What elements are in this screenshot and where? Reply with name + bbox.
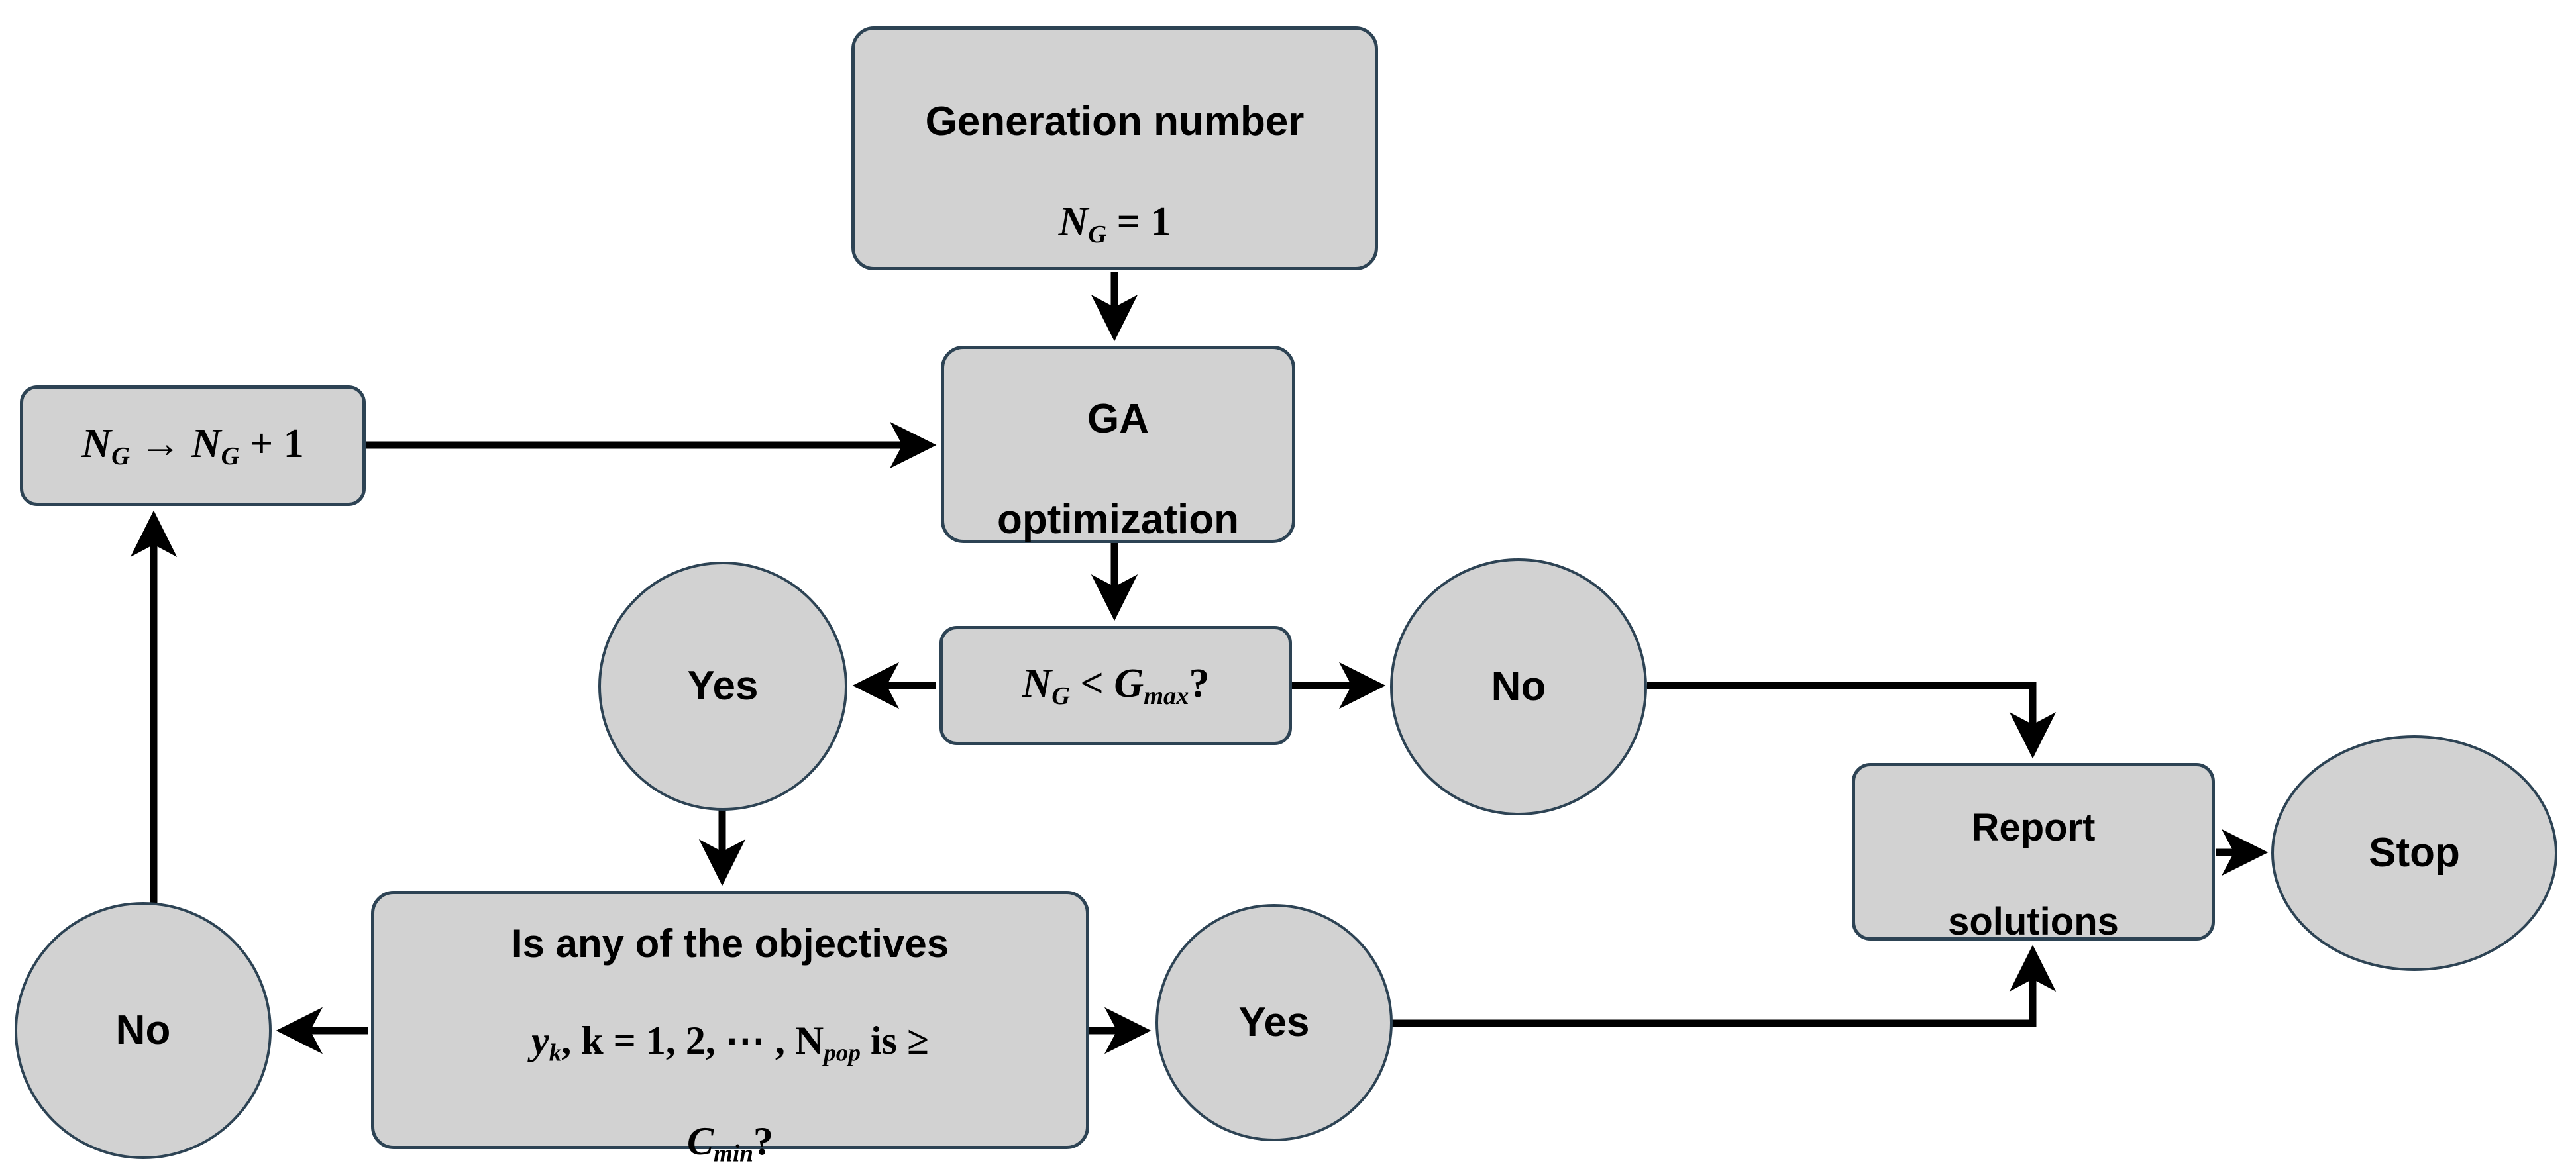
edge-yes-to-report (1391, 944, 2057, 1027)
objectives-check-label: Is any of the objectives yk, k = 1, 2, ⋯… (511, 921, 949, 1168)
node-stop[interactable]: Stop (2271, 735, 2557, 971)
generation-number-label: Generation number NG = 1 (925, 98, 1305, 248)
node-no-generation-check[interactable]: No (1390, 558, 1647, 815)
node-yes-objectives-check[interactable]: Yes (1155, 904, 1393, 1141)
report-solutions-label: Report solutions (1948, 806, 2119, 943)
stop-label: Stop (2369, 830, 2460, 876)
node-report-solutions[interactable]: Report solutions (1852, 763, 2215, 943)
yes-bottom-label: Yes (1238, 999, 1310, 1046)
no-top-label: No (1491, 664, 1546, 710)
node-generation-number[interactable]: Generation number NG = 1 (851, 26, 1378, 270)
node-generation-check[interactable]: NG < Gmax? (939, 626, 1292, 745)
edge-no-to-report (1647, 682, 2057, 759)
node-ga-optimization[interactable]: GA optimization (941, 346, 1295, 543)
increment-formula: NG → NG + 1 (81, 421, 304, 470)
ga-optimization-label: GA optimization (996, 396, 1240, 542)
no-bottom-label: No (115, 1007, 171, 1054)
objectives-formula-line3: Cmin? (687, 1119, 773, 1168)
generation-number-formula: NG = 1 (1058, 199, 1171, 248)
objectives-formula-line2: yk, k = 1, 2, ⋯ , Npop is ≥ (531, 1019, 929, 1067)
generation-check-formula: NG < Gmax? (1022, 661, 1210, 710)
node-no-objectives-check[interactable]: No (15, 902, 272, 1159)
yes-top-label: Yes (687, 663, 759, 709)
node-objectives-check[interactable]: Is any of the objectives yk, k = 1, 2, ⋯… (371, 891, 1089, 1168)
node-yes-generation-check[interactable]: Yes (598, 562, 847, 811)
node-increment-generation[interactable]: NG → NG + 1 (20, 385, 366, 506)
